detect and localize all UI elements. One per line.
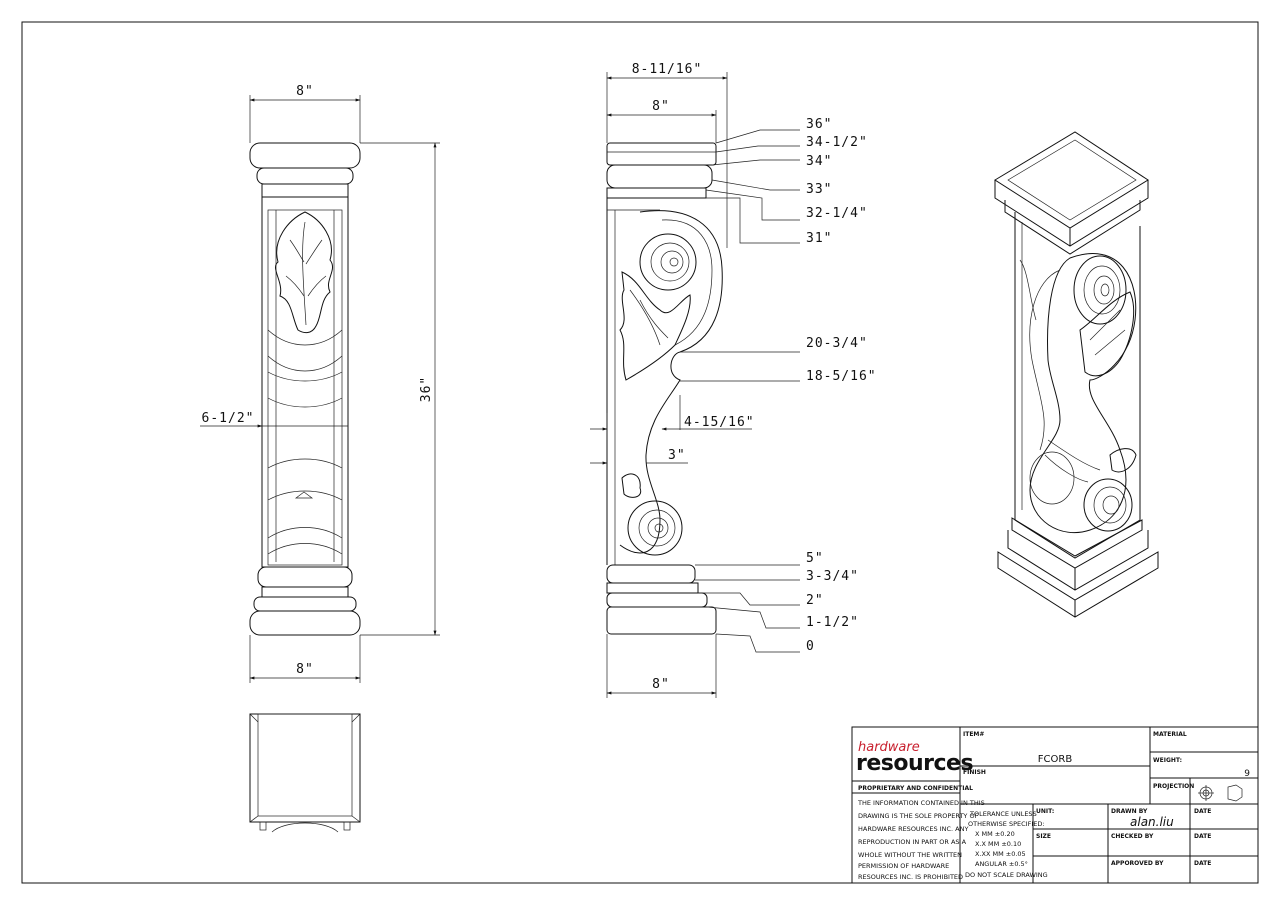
front-mid-width: 6-1/2" (202, 411, 255, 426)
drawn-by-label: DRAWN BY (1111, 808, 1148, 815)
date-label-3: DATE (1194, 860, 1211, 867)
tolerance-line-4: X.X MM ±0.10 (975, 840, 1021, 848)
weight-value: 9 (1244, 769, 1250, 779)
height-label-3-3-4: 3-3/4" (806, 569, 859, 584)
front-bottom-width: 8" (296, 662, 314, 677)
side-depth-lower: 3" (668, 448, 686, 463)
proprietary-line-4: REPRODUCTION IN PART OR AS A (858, 838, 967, 846)
projection-label: PROJECTION (1153, 783, 1194, 790)
tolerance-line-2: OTHERWISE SPECIFIED: (968, 820, 1045, 828)
height-label-32-1-4: 32-1/4" (806, 206, 868, 221)
isometric-view (994, 131, 1159, 618)
front-top-width: 8" (296, 84, 314, 99)
approved-by-label: APPOROVED BY (1111, 860, 1164, 867)
proprietary-line-7: RESOURCES INC. IS PROHIBITED (858, 873, 963, 881)
date-label-1: DATE (1194, 808, 1211, 815)
tolerance-line-5: X.XX MM ±0.05 (975, 850, 1026, 858)
side-top-overall: 8-11/16" (632, 62, 703, 77)
plan-view (249, 713, 361, 833)
proprietary-line-2: DRAWING IS THE SOLE PROPERTY OF (858, 812, 979, 820)
item-value: FCORB (1038, 754, 1073, 765)
proprietary-line-1: THE INFORMATION CONTAINED IN THIS (857, 799, 985, 807)
height-label-0: 0 (806, 639, 815, 654)
height-label-5: 5" (806, 551, 824, 566)
height-label-2: 2" (806, 593, 824, 608)
projection-symbol-icon (1198, 784, 1243, 802)
proprietary-line-5: WHOLE WITHOUT THE WRITTEN (858, 851, 962, 859)
tolerance-line-7: DO NOT SCALE DRAWING (965, 871, 1048, 879)
logo-resources: resources (856, 751, 973, 776)
weight-label: WEIGHT: (1153, 757, 1182, 764)
tolerance-line-6: ANGULAR ±0.5° (975, 860, 1028, 868)
material-label: MATERIAL (1153, 731, 1187, 738)
height-label-36: 36" (806, 117, 832, 132)
title-block: hardware resources PROPRIETARY AND CONFI… (851, 726, 1259, 884)
height-label-34-1-2: 34-1/2" (806, 135, 868, 150)
size-label: SIZE (1036, 833, 1051, 840)
height-label-31: 31" (806, 231, 832, 246)
height-label-1-1-2: 1-1/2" (806, 615, 859, 630)
drawn-by-value: alan.liu (1130, 815, 1174, 829)
height-label-20-3-4: 20-3/4" (806, 336, 868, 351)
side-depth-upper: 4-15/16" (684, 415, 755, 430)
height-label-18-5-16: 18-5/16" (806, 369, 877, 384)
proprietary-line-6: PERMISSION OF HARDWARE (858, 862, 949, 870)
front-height: 36" (419, 376, 434, 402)
finish-label: FINISH (963, 769, 986, 776)
tolerance-line-3: X MM ±0.20 (975, 830, 1015, 838)
proprietary-line-3: HARDWARE RESOURCES INC. ANY (858, 825, 968, 833)
tolerance-line-1: TOLERANCE UNLESS (969, 810, 1037, 818)
side-top-inner: 8" (652, 99, 670, 114)
side-view: 8-11/16" 8" 8" 36" 34-1/2" 34" 33" 32-1 (590, 62, 877, 698)
checked-by-label: CHECKED BY (1111, 833, 1154, 840)
sheet-border (21, 21, 1259, 884)
front-view: 8" 8" 36" 6-1/2" (200, 84, 440, 683)
date-label-2: DATE (1194, 833, 1211, 840)
unit-label: UNIT: (1036, 808, 1054, 815)
height-label-34: 34" (806, 154, 832, 169)
logo-hardware: hardware (858, 740, 920, 755)
item-label: ITEM# (963, 731, 984, 738)
proprietary-heading: PROPRIETARY AND CONFIDENTIAL (858, 785, 973, 792)
height-label-33: 33" (806, 182, 832, 197)
side-bottom-width: 8" (652, 677, 670, 692)
